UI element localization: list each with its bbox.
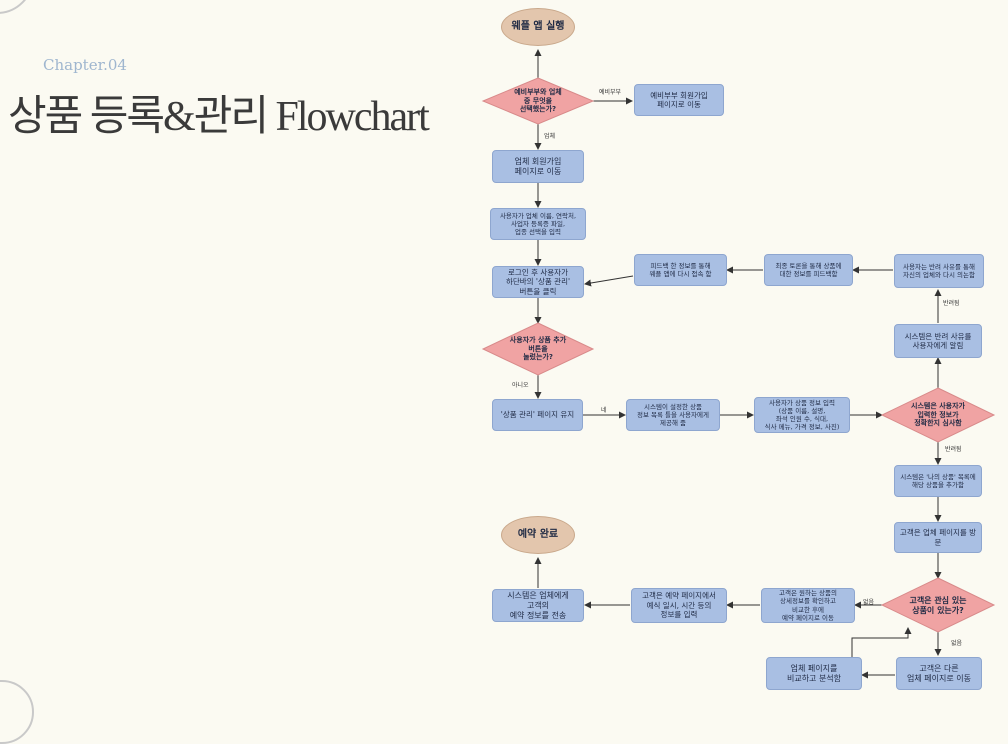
send-reservation-node: 시스템은 업체에게 고객의 예약 정보를 전송 (492, 589, 584, 622)
reservation-input-node: 고객은 예약 페이지에서 예식 일시, 시간 등의 정보를 입력 (631, 588, 727, 623)
edge-label-rejected: 반려됨 (943, 300, 960, 307)
edge-label-none: 없음 (951, 640, 963, 647)
decision-diamond (880, 577, 996, 633)
system-form-node: 시스템이 설정한 상품 정보 목록 틀을 사용자에게 제공해 줌 (626, 399, 720, 431)
edge-label-no: 아니오 (512, 382, 529, 389)
start-node: 웨플 앱 실행 (501, 8, 575, 46)
decision-diamond (481, 322, 595, 376)
vendor-signup-node: 업체 회원가입 페이지로 이동 (492, 150, 584, 183)
keep-page-node: '상품 관리' 페이지 유지 (492, 399, 583, 431)
product-detail-node: 고객은 원하는 상품의 상세정보를 확인하고 비교한 후에 예약 페이지로 이동 (761, 588, 855, 623)
user-input-node: 사용자가 상품 정보 입력 (상품 이름, 설명, 좌석 인원 수, 식대, 식… (754, 397, 850, 433)
add-product-list-node: 시스템은 '나의 상품' 목록에 해당 상품을 추가함 (894, 465, 982, 497)
visit-vendor-node: 고객은 업체 페이지를 방문 (894, 522, 982, 553)
final-feedback-node: 최종 토론을 통해 상품에 대한 정보를 피드백함 (764, 254, 853, 286)
edge-label-approved: 반려됨 (945, 446, 962, 453)
decision-diamond (481, 77, 595, 125)
connector-arrow (851, 627, 912, 657)
login-node: 로그인 후 사용자가 하단바의 '상품 관리' 버튼을 클릭 (492, 266, 584, 298)
decision-user-type: 예비부부와 업체 중 무엇을 선택했는가? (514, 87, 562, 114)
decision-diamond (880, 387, 996, 443)
feedback-reconnect-node: 피드백 한 정보를 통해 웨플 앱에 다시 접속 함 (634, 254, 727, 286)
compare-analyze-node: 업체 페이지를 비교하고 분석함 (766, 657, 862, 690)
reject-notify-node: 시스템은 반려 사유를 사용자에게 알림 (894, 324, 982, 358)
input-info-node: 사용자가 업체 이름, 연락처, 사업자 등록증 파일, 업종 선택을 입력 (490, 208, 586, 240)
flowchart-canvas (481, 49, 996, 679)
connector-arrow (584, 275, 634, 287)
other-vendor-node: 고객은 다른 업체 페이지로 이동 (896, 657, 982, 690)
decision-add-product: 사용자가 상품 추가 버튼을 눌렀는가? (509, 335, 567, 362)
edge-label-couple: 예비부부 (599, 89, 622, 96)
couple-signup-node: 예비부부 회원가입 페이지로 이동 (634, 84, 724, 116)
reject-revise-node: 사용자는 반려 사유를 통해 자신의 업체와 다시 의논함 (894, 254, 984, 288)
end-node: 예약 완료 (501, 516, 575, 554)
edge-label-vendor: 업체 (544, 133, 556, 140)
edge-label-yes: 네 (601, 407, 607, 414)
decision-interest: 고객은 관심 있는 상품이 있는가? (909, 596, 967, 615)
chapter-label: Chapter.04 (43, 56, 127, 74)
edge-label-has: 없음 (863, 599, 875, 606)
page-title: 상품 등록&관리 Flowchart (8, 94, 430, 140)
decision-review: 시스템은 사용자가 입력한 정보가 정확한지 심사함 (911, 401, 965, 428)
